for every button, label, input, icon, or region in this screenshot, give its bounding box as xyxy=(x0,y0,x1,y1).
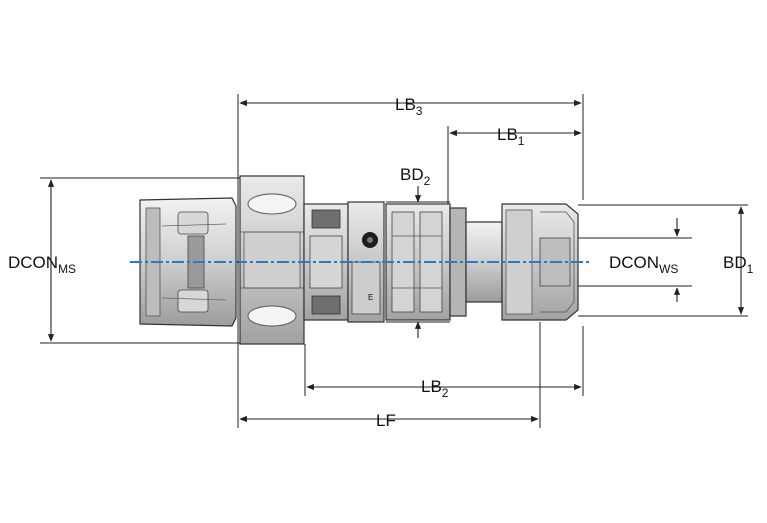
flange xyxy=(239,175,305,345)
extension-lines xyxy=(40,94,748,428)
dimension-lines xyxy=(47,99,745,423)
label-dcon-ws: DCONWS xyxy=(609,253,678,276)
label-lb3: LB3 xyxy=(395,95,423,118)
label-bd1: BD1 xyxy=(723,253,754,276)
svg-text:E: E xyxy=(368,293,373,302)
label-lf: LF xyxy=(376,411,396,430)
label-lb2: LB2 xyxy=(421,377,449,400)
label-bd2: BD2 xyxy=(400,165,431,188)
label-dcon-ms: DCONMS xyxy=(8,253,76,276)
label-lb1: LB1 xyxy=(497,125,525,148)
